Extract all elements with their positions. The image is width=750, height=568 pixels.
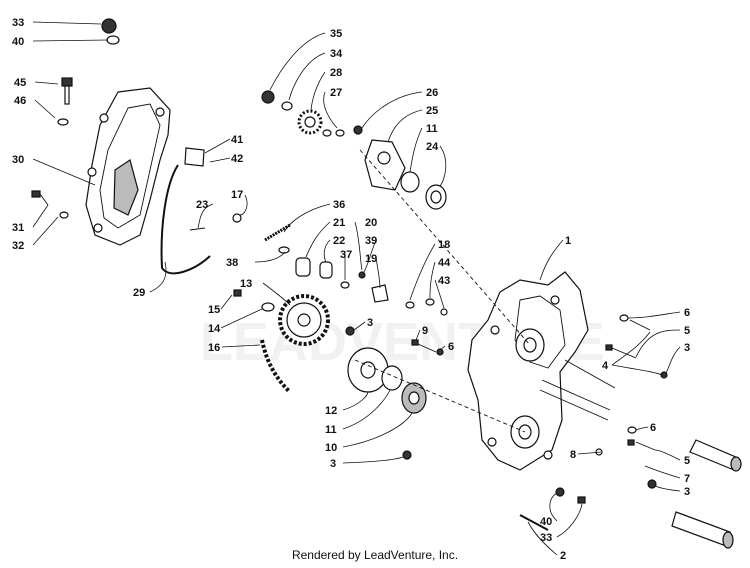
callout-17: 17: [231, 189, 243, 201]
callout-3-a: 3: [367, 317, 373, 329]
sprocket-bolt: [233, 289, 275, 312]
callout-4: 4: [602, 360, 609, 372]
callout-33-b: 33: [540, 532, 552, 544]
upper-sprocket-assembly: [261, 90, 345, 137]
callout-31: 31: [12, 222, 24, 234]
callout-5-b: 5: [684, 455, 690, 467]
callout-14: 14: [208, 323, 221, 335]
drive-chain: [260, 339, 292, 394]
callout-34: 34: [330, 48, 343, 60]
callout-6-c: 6: [650, 422, 656, 434]
callout-26: 26: [426, 87, 438, 99]
upper-bearing-assembly: [353, 125, 447, 210]
output-shaft-lower: [671, 511, 734, 549]
callout-40-b: 40: [540, 516, 552, 528]
drive-sprocket: [278, 294, 330, 346]
callout-36: 36: [333, 199, 345, 211]
cover-nut: [101, 18, 120, 45]
callout-numbers: 33 40 45 46 30 31 32 29 41 42 17 23 35 3…: [12, 17, 690, 562]
callout-21: 21: [333, 217, 345, 229]
shaft-centerline-upper: [359, 149, 531, 346]
callout-1: 1: [565, 235, 571, 247]
callout-8: 8: [570, 449, 576, 461]
lower-bearing-assembly: [345, 326, 427, 460]
callout-33: 33: [12, 17, 24, 29]
callout-9: 9: [422, 325, 428, 337]
callout-40: 40: [12, 36, 24, 48]
tensioner-assembly: [189, 213, 448, 316]
chain-case-cover: [85, 87, 171, 246]
callout-41: 41: [231, 134, 243, 146]
shaft-centerline-lower: [354, 359, 526, 433]
callout-42: 42: [231, 153, 243, 165]
cable: [160, 164, 211, 275]
callout-11-upper: 11: [426, 123, 438, 135]
callout-3-b: 3: [330, 458, 336, 470]
cover-bolt: [31, 190, 69, 219]
output-shaft-upper: [689, 439, 742, 472]
callout-30: 30: [12, 154, 24, 166]
callout-46: 46: [14, 95, 26, 107]
callout-6-a: 6: [448, 341, 454, 353]
callout-24: 24: [426, 141, 439, 153]
callout-45: 45: [14, 77, 26, 89]
callout-13: 13: [240, 278, 252, 290]
callout-7: 7: [684, 473, 690, 485]
callout-32: 32: [12, 240, 24, 252]
callout-43: 43: [438, 275, 450, 287]
shim-plate: [184, 147, 205, 167]
callout-23: 23: [196, 199, 208, 211]
callout-19: 19: [365, 253, 377, 265]
callout-16: 16: [208, 342, 220, 354]
leader-lines: [32, 21, 681, 556]
callout-20: 20: [365, 217, 377, 229]
callout-2: 2: [560, 550, 566, 562]
callout-25: 25: [426, 105, 438, 117]
callout-27: 27: [330, 87, 342, 99]
callout-12: 12: [325, 405, 337, 417]
callout-3-c: 3: [684, 342, 690, 354]
callout-44: 44: [438, 257, 451, 269]
callout-22: 22: [333, 235, 345, 247]
callout-29: 29: [133, 287, 145, 299]
callout-38: 38: [226, 257, 238, 269]
callout-6-b: 6: [684, 307, 690, 319]
callout-11-lower: 11: [325, 424, 337, 436]
callout-28: 28: [330, 67, 342, 79]
callout-3-d: 3: [684, 486, 690, 498]
callout-5-a: 5: [684, 325, 690, 337]
callout-37: 37: [340, 249, 352, 261]
callout-39: 39: [365, 235, 377, 247]
credit-line: Rendered by LeadVenture, Inc.: [291, 548, 459, 562]
callout-15: 15: [208, 304, 220, 316]
callout-18: 18: [438, 239, 450, 251]
adjuster-screw: [57, 77, 73, 126]
callout-10: 10: [325, 442, 337, 454]
callout-35: 35: [330, 28, 342, 40]
